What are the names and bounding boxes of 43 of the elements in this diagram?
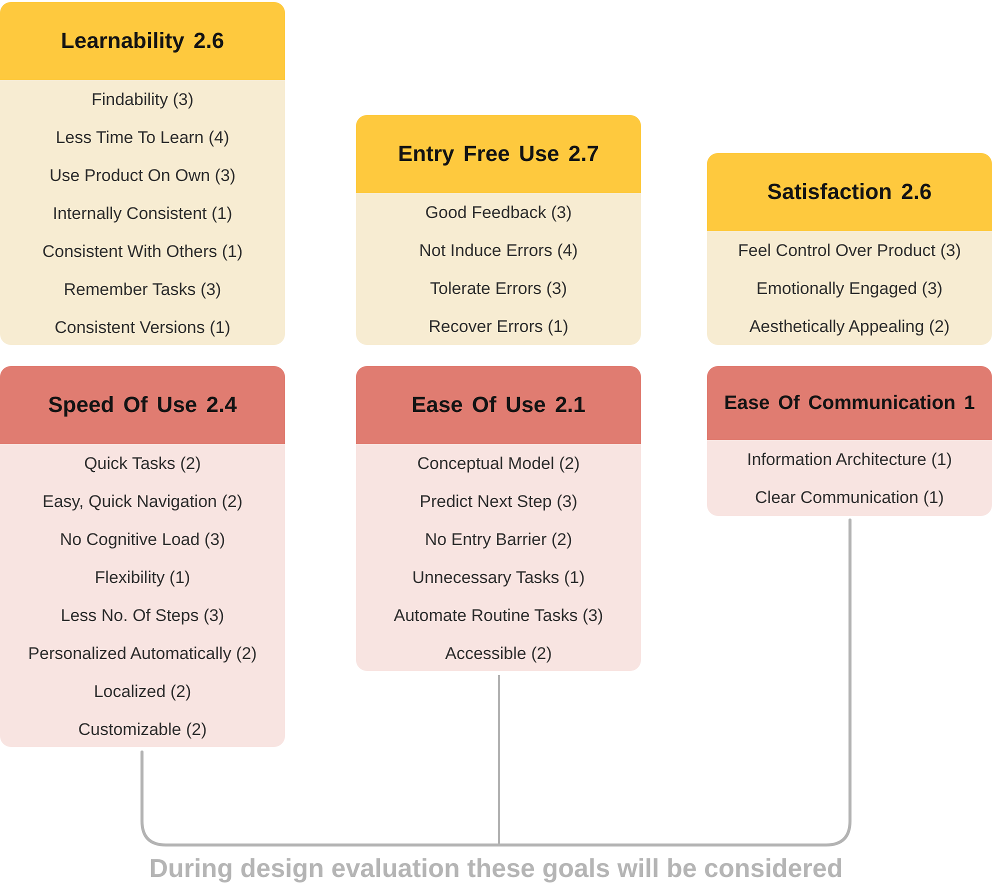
- goal-item: Less No. Of Steps (3): [60, 606, 224, 625]
- goal-item: Consistent With Others (1): [42, 242, 243, 261]
- goal-item: Accessible (2): [445, 644, 552, 663]
- card-title: Ease Of Communication 1: [724, 392, 975, 414]
- goal-card: [356, 366, 641, 671]
- goal-item: Localized (2): [94, 682, 192, 701]
- card-title: Entry Free Use 2.7: [398, 141, 599, 167]
- goal-item: No Entry Barrier (2): [424, 530, 572, 549]
- goal-card: [0, 366, 285, 747]
- goal-item: Emotionally Engaged (3): [756, 279, 943, 298]
- goal-item: Quick Tasks (2): [84, 454, 201, 473]
- goal-card: [356, 115, 641, 345]
- goal-item: Not Induce Errors (4): [419, 241, 578, 260]
- goal-item: Internally Consistent (1): [52, 204, 232, 223]
- card-title: Satisfaction 2.6: [767, 179, 932, 205]
- goal-item: Flexibility (1): [94, 568, 190, 587]
- goal-card: [707, 153, 992, 345]
- goal-card: [707, 366, 992, 516]
- goal-item: Recover Errors (1): [428, 317, 568, 336]
- goal-item: Aesthetically Appealing (2): [749, 317, 950, 336]
- goal-item: Good Feedback (3): [425, 203, 572, 222]
- card-title: Ease Of Use 2.1: [411, 392, 586, 418]
- goal-item: Remember Tasks (3): [64, 280, 222, 299]
- goal-item: Tolerate Errors (3): [430, 279, 567, 298]
- goal-card: [0, 2, 285, 345]
- goal-item: Less Time To Learn (4): [56, 128, 230, 147]
- goal-item: No Cognitive Load (3): [60, 530, 226, 549]
- caption: During design evaluation these goals will be considered: [149, 853, 843, 883]
- goal-item: Personalized Automatically (2): [28, 644, 257, 663]
- card-title: Learnability 2.6: [60, 28, 224, 54]
- goal-item: Easy, Quick Navigation (2): [42, 492, 242, 511]
- goal-item: Clear Communication (1): [755, 488, 944, 507]
- goal-item: Findability (3): [91, 90, 194, 109]
- goal-item: Automate Routine Tasks (3): [394, 606, 604, 625]
- goal-item: Unnecessary Tasks (1): [412, 568, 585, 587]
- goal-item: Predict Next Step (3): [420, 492, 578, 511]
- goal-item: Information Architecture (1): [746, 450, 952, 469]
- goal-item: Feel Control Over Product (3): [738, 241, 961, 260]
- goal-item: Consistent Versions (1): [54, 318, 230, 337]
- goal-item: Conceptual Model (2): [417, 454, 580, 473]
- goal-item: Use Product On Own (3): [49, 166, 236, 185]
- goal-item: Customizable (2): [78, 720, 207, 739]
- card-title: Speed Of Use 2.4: [48, 392, 237, 418]
